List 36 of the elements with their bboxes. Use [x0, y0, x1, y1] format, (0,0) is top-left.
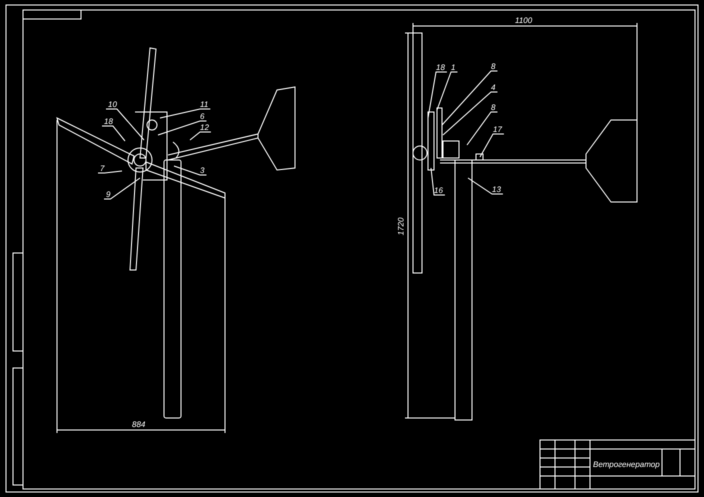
- callout-number: 1: [451, 63, 456, 72]
- leader-line: [98, 170, 122, 174]
- leader-line: [158, 120, 207, 136]
- leader-line: [480, 134, 504, 158]
- callout-number: 10: [108, 100, 117, 109]
- leader-line: [442, 70, 498, 126]
- leader-line: [190, 132, 212, 140]
- callout-number: 12: [200, 123, 209, 132]
- callout-number: 7: [100, 164, 104, 173]
- leader-line: [430, 168, 446, 196]
- callout-number: 8: [491, 103, 496, 112]
- leader-line: [160, 108, 211, 118]
- callout-number: 8: [491, 62, 496, 71]
- callout-number: 18: [436, 63, 445, 72]
- callout-number: 6: [200, 112, 204, 121]
- dimension-text: 884: [132, 420, 146, 429]
- dimension-text: 1100: [515, 16, 532, 25]
- leader-line: [106, 108, 144, 140]
- callout-number: 4: [491, 83, 496, 92]
- callout-number: 13: [492, 185, 501, 194]
- leader-line: [442, 92, 498, 136]
- leader-line: [174, 166, 207, 176]
- callout-number: 3: [200, 166, 204, 175]
- callout-number: 11: [200, 100, 208, 109]
- leader-line: [428, 72, 448, 118]
- leader-line: [104, 178, 140, 200]
- leader-line: [436, 72, 458, 110]
- leader-line: [468, 178, 504, 194]
- callout-number: 18: [104, 117, 113, 126]
- leader-line: [102, 126, 126, 142]
- dimension-text: 1720: [396, 218, 406, 236]
- callout-number: 17: [493, 125, 502, 134]
- leader-line: [466, 112, 498, 146]
- callout-number: 16: [434, 186, 443, 195]
- title-text: Ветрогенератор: [593, 460, 660, 469]
- callout-number: 9: [106, 190, 110, 199]
